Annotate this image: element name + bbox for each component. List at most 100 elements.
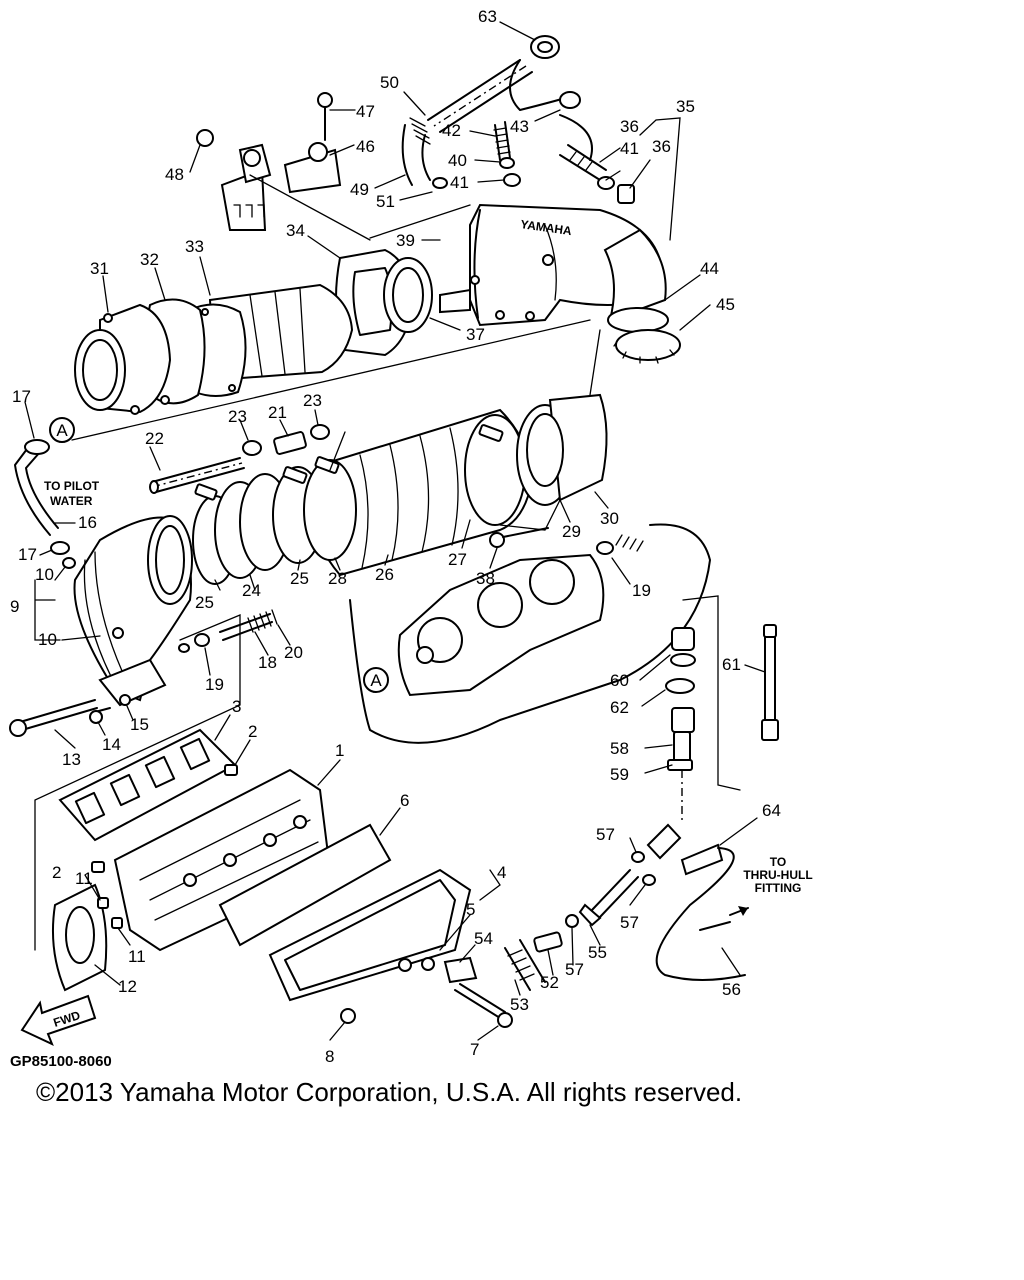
svg-text:FITTING: FITTING [755,881,802,895]
svg-text:56: 56 [722,980,741,999]
svg-text:29: 29 [562,522,581,541]
svg-text:40: 40 [448,151,467,170]
front-bolts [9,694,131,737]
svg-text:22: 22 [145,429,164,448]
svg-text:A: A [56,421,68,440]
svg-text:59: 59 [610,765,629,784]
svg-text:17: 17 [18,545,37,564]
svg-text:31: 31 [90,259,109,278]
svg-text:63: 63 [478,7,497,26]
svg-text:58: 58 [610,739,629,758]
exhaust-elbow [603,228,681,364]
joint-fitting [242,424,330,456]
svg-text:41: 41 [620,139,639,158]
svg-text:36: 36 [620,117,639,136]
svg-text:51: 51 [376,192,395,211]
svg-text:17: 17 [12,387,31,406]
svg-text:49: 49 [350,180,369,199]
svg-text:16: 16 [78,513,97,532]
svg-text:25: 25 [290,569,309,588]
svg-text:3: 3 [232,697,241,716]
svg-text:57: 57 [596,825,615,844]
cooling-hoses [443,823,749,991]
svg-text:62: 62 [610,698,629,717]
svg-text:12: 12 [118,977,137,996]
water-pipe [149,457,245,494]
svg-text:64: 64 [762,801,781,820]
exhaust-system-diagram: YAMAHA [9,7,813,1070]
svg-text:6: 6 [400,791,409,810]
svg-text:23: 23 [228,407,247,426]
svg-text:32: 32 [140,250,159,269]
svg-text:10: 10 [35,565,54,584]
svg-text:42: 42 [442,121,461,140]
svg-text:2: 2 [248,722,257,741]
svg-text:54: 54 [474,929,493,948]
svg-text:11: 11 [128,947,146,966]
svg-text:43: 43 [510,117,529,136]
thru-hull-fittings [665,595,779,820]
svg-text:14: 14 [102,735,121,754]
bolts-7-8 [340,983,513,1028]
svg-text:38: 38 [476,569,495,588]
small-hoses [432,59,635,204]
note-thru-hull: TO THRU-HULL FITTING [743,855,812,895]
svg-text:4: 4 [497,863,506,882]
svg-text:TO: TO [770,855,786,869]
svg-text:27: 27 [448,550,467,569]
svg-text:21: 21 [268,403,287,422]
svg-text:18: 18 [258,653,277,672]
svg-text:25: 25 [195,593,214,612]
svg-text:23: 23 [303,391,322,410]
svg-text:13: 13 [62,750,81,769]
svg-text:TO PILOT: TO PILOT [44,479,100,493]
svg-text:50: 50 [380,73,399,92]
exhaust-pipe-front [74,283,354,415]
cylinder-head-block [349,523,711,744]
svg-text:7: 7 [470,1040,479,1059]
manifold-covers [218,823,472,1002]
svg-text:52: 52 [540,973,559,992]
pilot-water-hose [14,439,76,569]
exhaust-chamber: YAMAHA [439,203,662,327]
svg-text:15: 15 [130,715,149,734]
exhaust-pipe-curved [73,515,193,707]
copyright-notice: ©2013 Yamaha Motor Corporation, U.S.A. A… [36,1077,743,1107]
rubber-joints [192,424,504,585]
forward-arrow: FWD [20,994,97,1046]
svg-text:36: 36 [652,137,671,156]
bolts-38-19 [489,527,644,555]
svg-text:9: 9 [10,597,19,616]
svg-text:45: 45 [716,295,735,314]
svg-text:35: 35 [676,97,695,116]
svg-text:2: 2 [52,863,61,882]
chamber-gaskets [335,248,433,357]
svg-text:WATER: WATER [50,494,93,508]
svg-text:1: 1 [335,741,344,760]
svg-text:20: 20 [284,643,303,662]
svg-text:46: 46 [356,137,375,156]
svg-text:28: 28 [328,569,347,588]
svg-text:44: 44 [700,259,719,278]
svg-text:19: 19 [205,675,224,694]
svg-text:37: 37 [466,325,485,344]
svg-text:26: 26 [375,565,394,584]
svg-text:47: 47 [356,102,375,121]
ref-marker-a-top: A [49,417,75,443]
svg-text:39: 39 [396,231,415,250]
part-number-labels: 1 2 2 3 4 5 6 7 8 9 10 10 11 11 12 13 14… [10,7,781,1066]
note-pilot-water: TO PILOT WATER [44,479,100,508]
diagram-code: GP85100-8060 [10,1053,112,1070]
svg-text:5: 5 [466,900,475,919]
hose-cap-part [401,35,560,186]
exhaust-manifold [91,764,332,952]
svg-text:8: 8 [325,1047,334,1066]
svg-text:57: 57 [565,960,584,979]
muffler-body [313,393,608,577]
svg-text:60: 60 [610,671,629,690]
svg-text:24: 24 [242,581,261,600]
svg-text:61: 61 [722,655,741,674]
svg-text:THRU-HULL: THRU-HULL [743,868,812,882]
svg-text:30: 30 [600,509,619,528]
svg-text:10: 10 [38,630,57,649]
